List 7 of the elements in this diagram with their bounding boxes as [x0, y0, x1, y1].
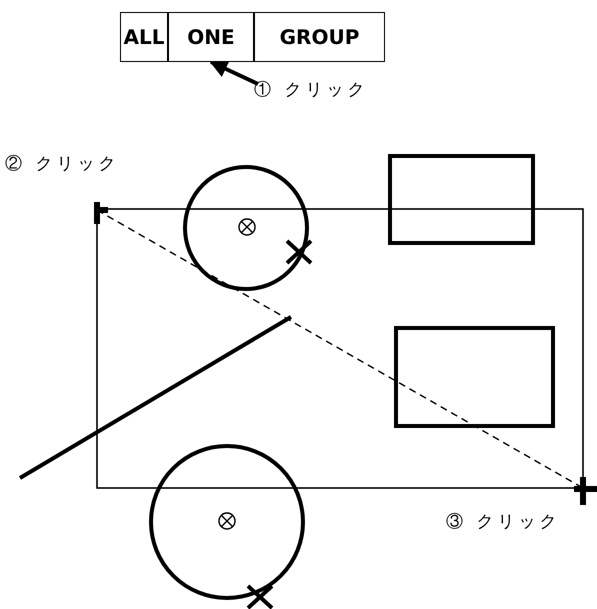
step-label: ③ クリック: [446, 511, 560, 533]
toolbar-button: GROUP: [254, 12, 385, 62]
step-label: ① クリック: [254, 78, 368, 101]
toolbar-button: ALL: [120, 12, 168, 62]
arrow: [209, 60, 259, 86]
step-label: ② クリック: [5, 153, 120, 175]
toolbar-button: ONE: [168, 12, 254, 62]
